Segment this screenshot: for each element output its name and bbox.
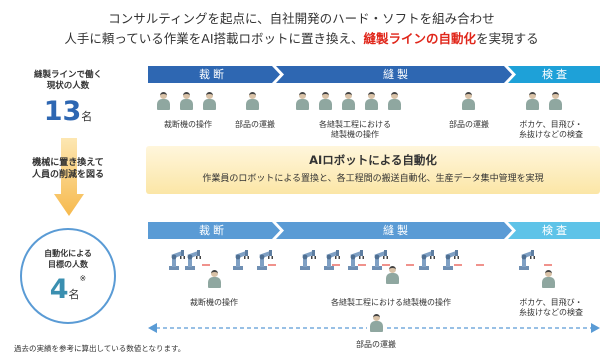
caption-bottom-transport: 部品の運搬: [356, 340, 396, 349]
top-phase-sewing: [276, 66, 512, 83]
top-phase-cutting-label: 裁断: [199, 68, 227, 81]
caption-inspect: ボカケ、目飛び・ 糸抜けなどの検査: [519, 120, 583, 139]
bottom-phase-cutting-label: 裁断: [199, 224, 227, 237]
bottom-phase-cutting: [148, 222, 280, 239]
ai-band-title: AIロボットによる自動化: [309, 153, 437, 167]
headline-line-2-prefix: 人手に頼っている作業をAI搭載ロボットに置き換え、: [64, 31, 364, 46]
worker-icon: [246, 92, 259, 110]
worker-icon: [388, 92, 401, 110]
current-headcount-unit: 名: [81, 110, 93, 123]
worker-icon: [319, 92, 332, 110]
bottom-phase-sewing-label: 縫製: [383, 224, 411, 237]
target-headcount-number: 4: [49, 274, 69, 305]
current-headcount: 13名: [14, 96, 122, 127]
worker-icon: [203, 92, 216, 110]
bottom-phase-inspect-label: 検査: [542, 224, 570, 237]
caption-bottom-inspect: ボカケ、目飛び・ 糸抜けなどの検査: [519, 298, 583, 317]
ai-band-subtitle: 作業員のロボットによる置換と、各工程間の搬送自動化、生産データ集中管理を実現: [202, 174, 544, 184]
replacement-markers: [202, 264, 552, 266]
current-headcount-number: 13: [43, 96, 82, 127]
worker-icon: [180, 92, 193, 110]
headline-line-2-suffix: を実現する: [476, 31, 539, 46]
reduction-arrow: [54, 138, 84, 216]
footnote: 過去の実績を参考に算出している数値となります。: [14, 344, 186, 353]
top-phase-cutting: [148, 66, 280, 83]
target-headcount: 4名 ※: [20, 274, 116, 305]
worker-icon: [386, 266, 399, 284]
worker-icon: [208, 270, 221, 288]
top-phase-inspect: [508, 66, 600, 83]
target-headcount-circle: [20, 228, 116, 324]
arrow-left-icon: [148, 323, 157, 333]
current-headcount-label: 縫製ラインで働く 現状の人数: [33, 70, 102, 91]
ai-automation-band: [146, 146, 600, 194]
worker-icon: [462, 92, 475, 110]
worker-icon: [370, 314, 383, 332]
worker-icon: [549, 92, 562, 110]
worker-icon: [542, 270, 555, 288]
caption-cutting: 裁断機の操作: [164, 120, 212, 129]
caption-transport-1: 部品の運搬: [235, 120, 275, 129]
worker-icon: [342, 92, 355, 110]
target-headcount-unit: 名: [68, 288, 80, 301]
caption-bottom-cutting: 裁断機の操作: [190, 298, 238, 307]
caption-bottom-sewing: 各縫製工程における縫製機の操作: [331, 298, 451, 307]
worker-icon: [365, 92, 378, 110]
bottom-phase-bar: [148, 222, 600, 239]
worker-icon: [296, 92, 309, 110]
headline-line-2: 人手に頼っている作業をAI搭載ロボットに置き換え、縫製ラインの自動化を実現する: [0, 28, 603, 47]
arrow-right-icon: [591, 323, 600, 333]
reduction-label: 機械に置き換えて 人員の削減を図る: [31, 158, 104, 180]
caption-sewing: 各縫製工程における 縫製機の操作: [319, 120, 391, 139]
target-footnote-mark: ※: [79, 274, 87, 283]
bottom-phase-inspect: [508, 222, 600, 239]
caption-transport-2: 部品の運搬: [449, 120, 489, 129]
worker-icon: [526, 92, 539, 110]
headline-line-1: コンサルティングを起点に、自社開発のハード・ソフトを組み合わせ: [108, 11, 495, 26]
bottom-phase-sewing: [276, 222, 512, 239]
target-headcount-label: 自動化による 目標の人数: [44, 249, 92, 269]
headline-emphasis: 縫製ラインの自動化: [363, 31, 477, 46]
top-phase-bar: [148, 66, 600, 83]
top-phase-sewing-label: 縫製: [383, 68, 411, 81]
top-phase-inspect-label: 検査: [542, 68, 570, 81]
worker-icon: [157, 92, 170, 110]
